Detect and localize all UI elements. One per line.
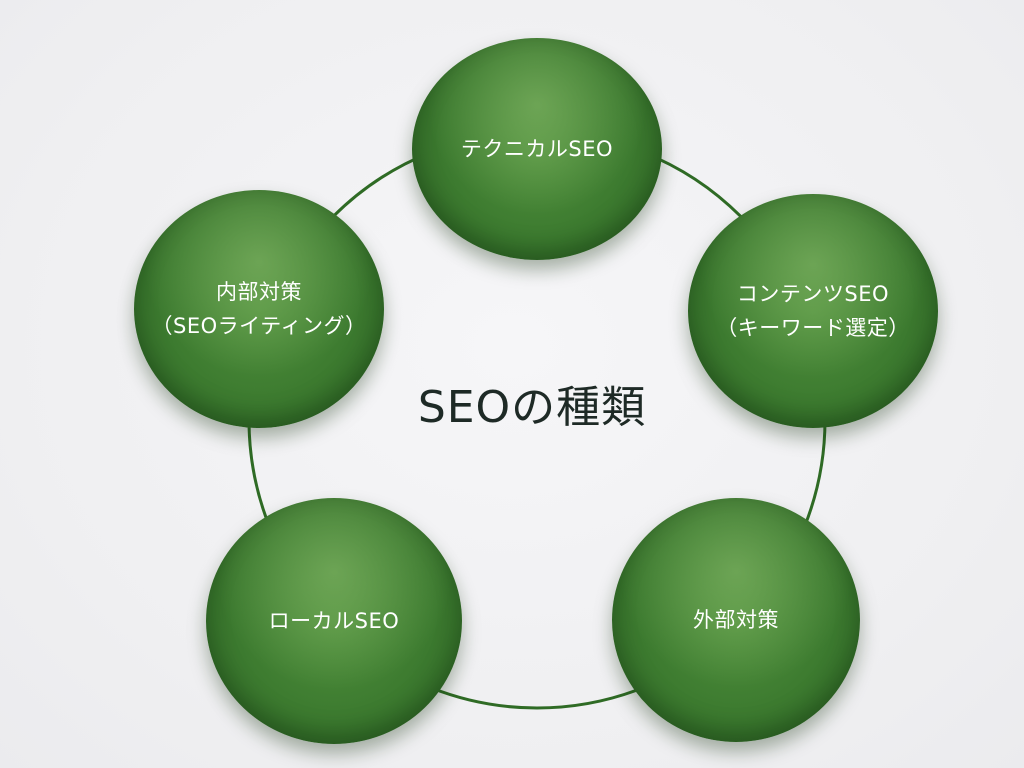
- node-content-seo: コンテンツSEO （キーワード選定）: [688, 194, 938, 428]
- node-technical-seo: テクニカルSEO: [412, 38, 662, 260]
- node-external-measures: 外部対策: [612, 498, 860, 742]
- diagram-title: SEOの種類: [417, 382, 647, 433]
- node-label: 外部対策: [693, 608, 779, 632]
- node-label: テクニカルSEO: [460, 137, 614, 161]
- node-label: コンテンツSEO: [736, 282, 890, 306]
- node-sublabel: （SEOライティング）: [151, 314, 367, 338]
- node-sublabel: （キーワード選定）: [716, 316, 910, 340]
- node-label: 内部対策: [216, 280, 302, 304]
- node-label: ローカルSEO: [268, 609, 400, 633]
- node-internal-measures: 内部対策 （SEOライティング）: [134, 190, 384, 428]
- node-local-seo: ローカルSEO: [206, 498, 462, 744]
